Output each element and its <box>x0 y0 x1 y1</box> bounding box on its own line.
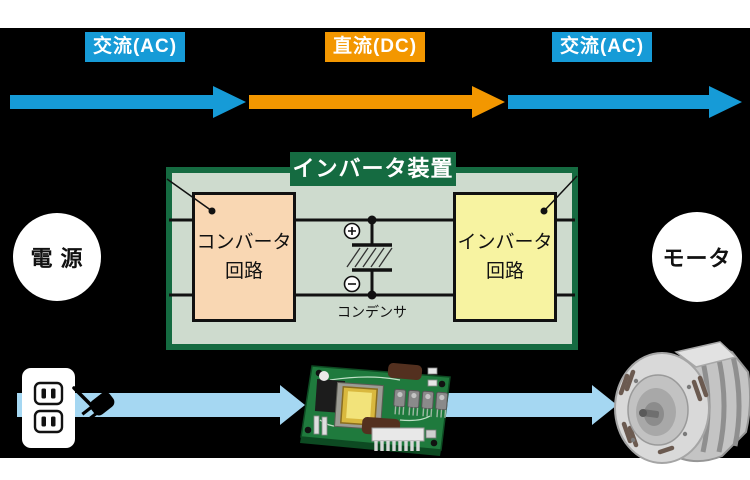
converter-label-line2: 回路 <box>224 261 263 282</box>
motor-node: モータ <box>652 212 742 302</box>
flow-label-dc: 直流(DC) <box>325 32 425 62</box>
inverter-circuit-box: インバータ 回路 <box>453 192 557 322</box>
converter-label-line1: コンバータ <box>196 231 292 253</box>
capacitor-label: コンデンサ <box>337 304 407 320</box>
inverter-label-line2: 回路 <box>485 261 524 282</box>
converter-circuit-box: コンバータ 回路 <box>192 192 296 322</box>
flow-label-ac-left: 交流(AC) <box>85 32 185 62</box>
flow-label-ac-right: 交流(AC) <box>552 32 652 62</box>
inverter-device-title: インバータ装置 <box>290 152 456 186</box>
power-source-node: 電 源 <box>13 213 101 301</box>
inverter-label-line1: インバータ <box>457 231 553 253</box>
